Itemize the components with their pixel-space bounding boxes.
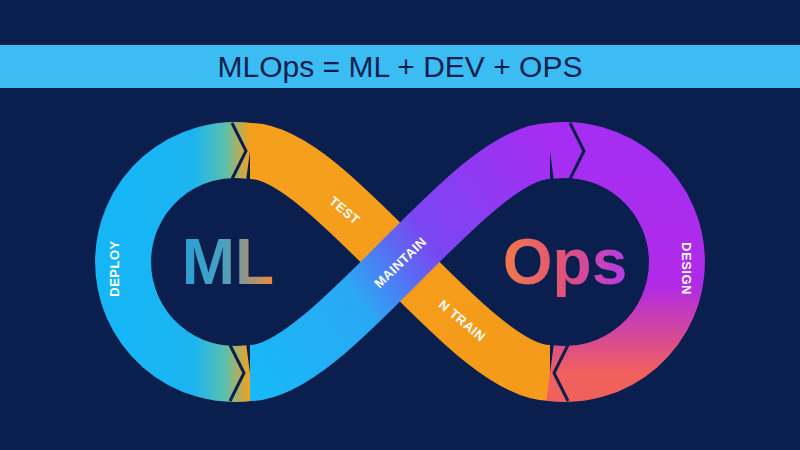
ops-label: Ops <box>503 225 627 299</box>
ml-label: ML <box>182 225 274 299</box>
stage-label: DEPLOY <box>107 240 122 296</box>
stage-label: DESIGN <box>679 242 694 295</box>
title-text: MLOps = ML + DEV + OPS <box>0 45 800 88</box>
